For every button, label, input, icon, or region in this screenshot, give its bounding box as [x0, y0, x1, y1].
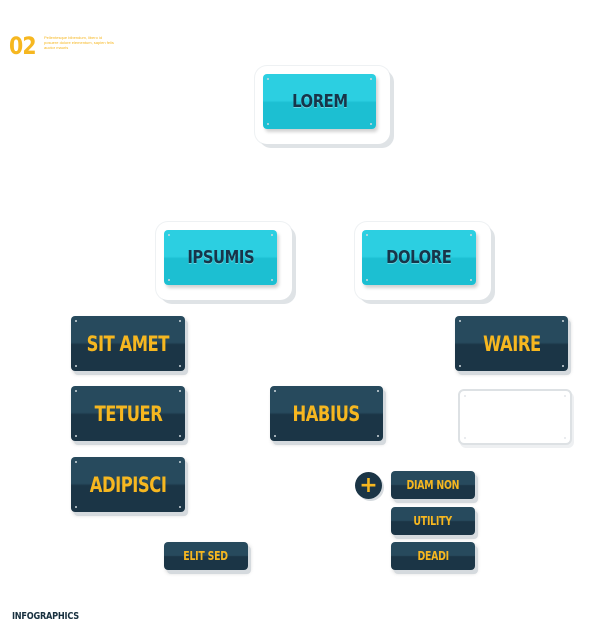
footer-label: INFOGRAPHICS [12, 611, 79, 622]
tetuer-node-label: TETUER [94, 401, 162, 426]
ipsumis-node-label: IPSUMIS [187, 247, 254, 268]
utility-node[interactable]: UTILITY [391, 507, 475, 535]
adipisci-node[interactable]: ADIPISCI [71, 457, 185, 512]
adipisci-node-label: ADIPISCI [89, 472, 167, 497]
step-description: Pellentesque bibendum, libero id posuere… [44, 35, 114, 50]
diam-non-node-label: DIAM NON [406, 478, 460, 492]
elit-sed-node-label: ELIT SED [183, 549, 229, 563]
habius-node-label: HABIUS [292, 401, 361, 426]
habius-node[interactable]: HABIUS [270, 386, 383, 441]
sit-amet-node[interactable]: SIT AMET [71, 316, 185, 371]
waire-node-label: WAIRE [482, 331, 541, 356]
tetuer-node[interactable]: TETUER [71, 386, 185, 441]
waire-node[interactable]: WAIRE [455, 316, 568, 371]
dolore-node[interactable]: DOLORE [362, 230, 476, 285]
root-node-label: LOREM [291, 91, 348, 112]
utility-node-label: UTILITY [413, 514, 453, 528]
deadi-node[interactable]: DEADI [391, 542, 475, 570]
diam-non-node[interactable]: DIAM NON [391, 471, 475, 499]
root-node[interactable]: LOREM [263, 74, 376, 129]
deadi-node-label: DEADI [417, 549, 449, 563]
empty-placeholder-node[interactable] [458, 389, 572, 445]
dolore-node-label: DOLORE [386, 247, 452, 268]
step-number: 02 [9, 32, 37, 60]
sit-amet-node-label: SIT AMET [86, 331, 170, 356]
ipsumis-node[interactable]: IPSUMIS [164, 230, 277, 285]
plus-icon[interactable]: + [355, 472, 382, 499]
elit-sed-node[interactable]: ELIT SED [164, 542, 248, 570]
